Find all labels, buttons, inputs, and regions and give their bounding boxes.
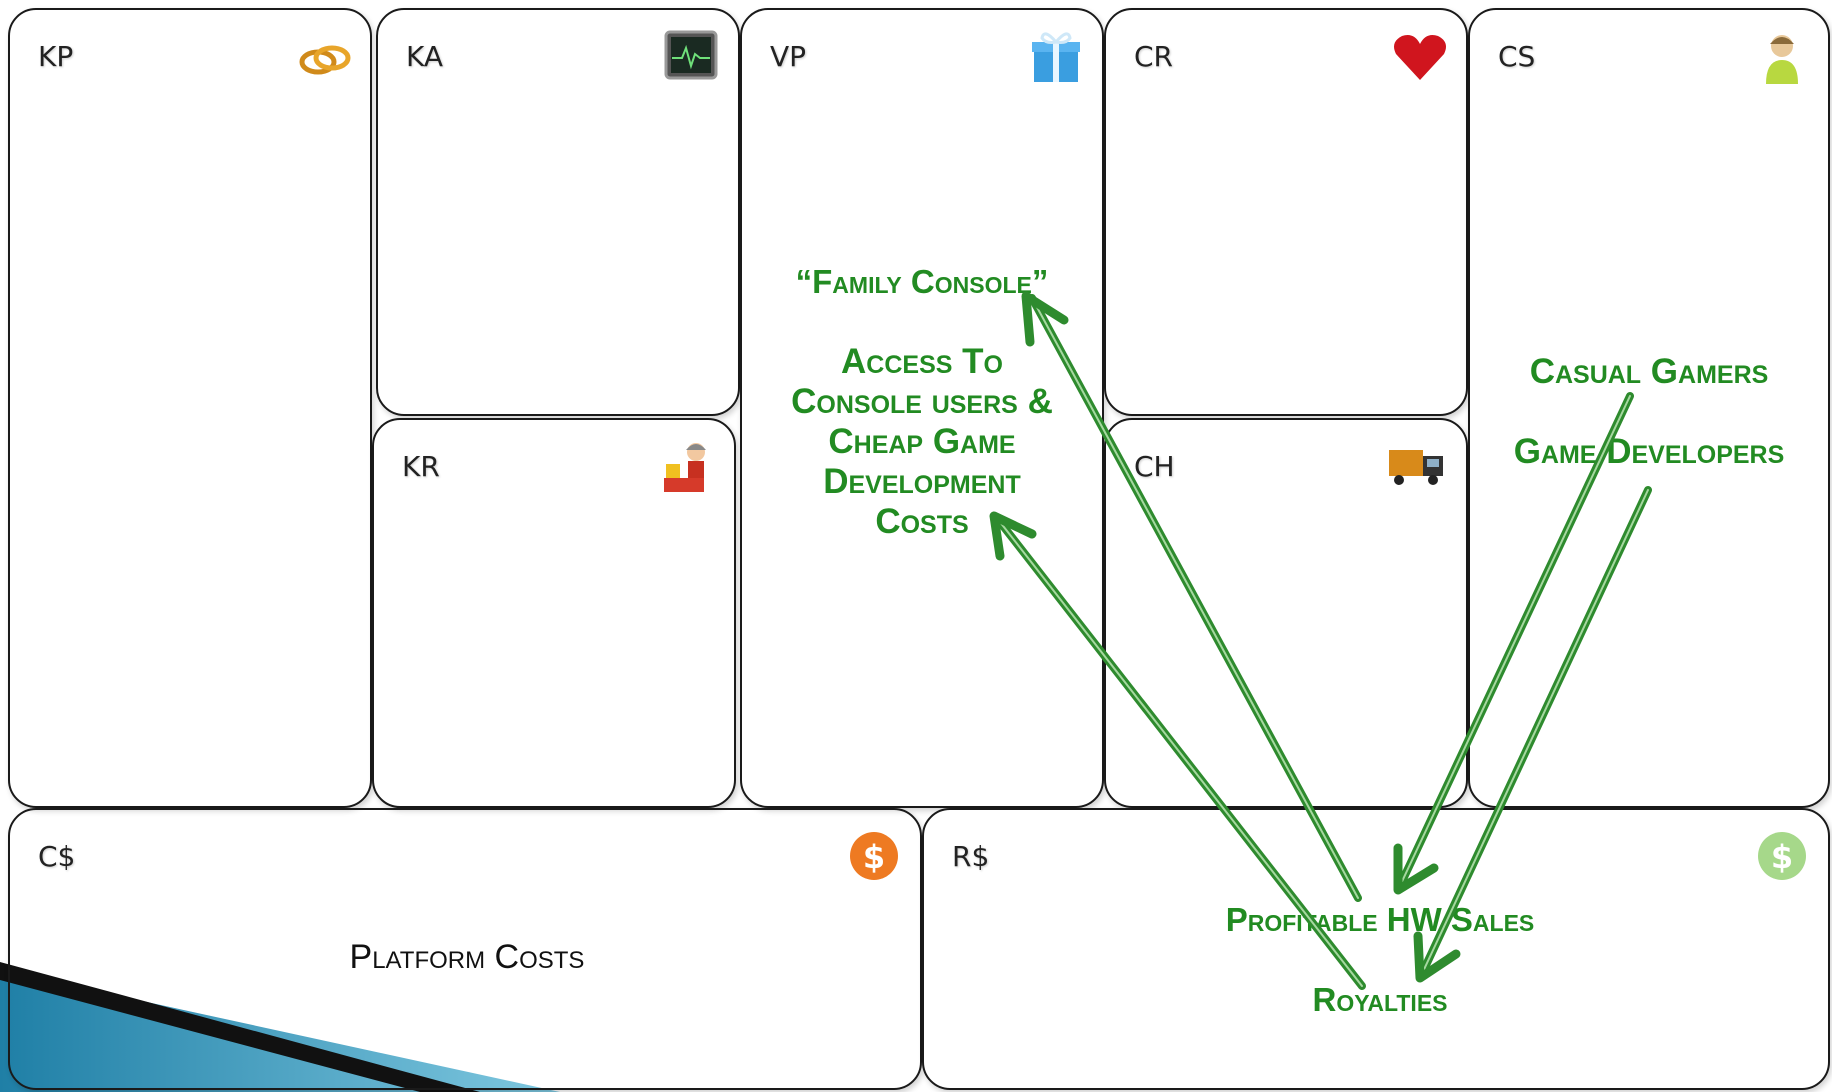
orange-dollar-icon: $ [850, 832, 898, 880]
vp-access-line: Console users & [791, 382, 1053, 421]
green-dollar-icon: $ [1758, 832, 1806, 880]
rings-icon [299, 45, 351, 75]
heart-icon [1394, 35, 1446, 80]
customer-segments-block: CS [1468, 8, 1830, 808]
truck-icon [1389, 450, 1443, 485]
vp-access-line: Cheap Game [828, 422, 1016, 461]
key-partners-block: KP [8, 8, 372, 808]
vp-access-text: Access To Console users & Cheap Game Dev… [740, 342, 1104, 542]
slide-corner-decoration [0, 962, 560, 1092]
channels-block: CH [1104, 418, 1468, 808]
cs-casual-gamers: Casual Gamers [1529, 352, 1769, 391]
vp-family-console: “Family Console” [795, 263, 1049, 300]
vp-access-line: Development [823, 462, 1021, 501]
rev-profitable-hw-sales: Profitable HW Sales [1225, 901, 1535, 938]
customer-relationships-block: CR [1104, 8, 1468, 416]
person-icon [1766, 35, 1798, 84]
block-code: VP [770, 40, 807, 73]
block-code: CS [1498, 40, 1536, 73]
cost-structure-block: C$ $ [8, 808, 922, 1090]
key-resources-block: KR [372, 418, 736, 808]
block-code: KA [406, 40, 444, 73]
block-code: CH [1134, 450, 1175, 483]
svg-text:$: $ [1771, 838, 1793, 876]
revenue-streams-block: R$ $ [922, 808, 1830, 1090]
rev-royalties: Royalties [1312, 981, 1448, 1018]
cs-game-developers: Game Developers [1513, 432, 1785, 471]
block-code: CR [1134, 40, 1174, 73]
activity-monitor-icon [664, 30, 718, 80]
gift-icon [1032, 32, 1080, 82]
block-code: C$ [38, 840, 76, 873]
vp-access-line: Access To [841, 342, 1003, 381]
block-code: KP [38, 40, 74, 73]
block-code: KR [402, 450, 440, 483]
block-code: R$ [952, 840, 990, 873]
key-activities-block: KA [376, 8, 740, 416]
svg-text:$: $ [863, 838, 885, 876]
vp-access-line: Costs [875, 502, 969, 541]
worker-bricks-icon [664, 443, 706, 492]
cost-platform-costs: Platform Costs [349, 938, 585, 976]
